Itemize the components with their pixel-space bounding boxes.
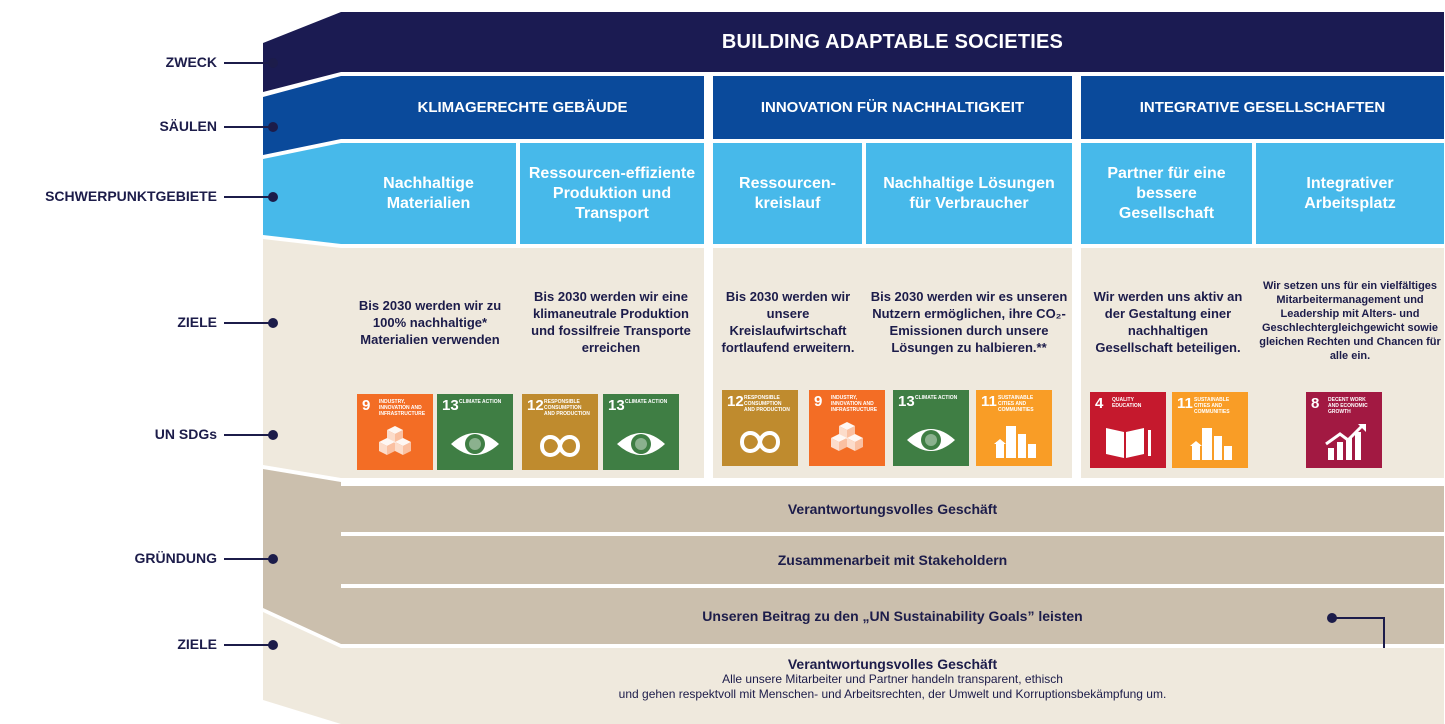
label-schwerpunktgebiete: SCHWERPUNKTGEBIETE xyxy=(45,188,217,204)
sdg-tile: 11Sustainable cities and communities xyxy=(1172,392,1248,468)
sdg-number: 4 xyxy=(1095,395,1104,412)
footer-line: Alle unsere Mitarbeiter und Partner hand… xyxy=(722,672,1063,686)
pillar-klimagerechte-gebaeude: KLIMAGERECHTE GEBÄUDE xyxy=(341,76,704,139)
sdg-tile: 13Climate action xyxy=(893,390,969,466)
sdg-number: 13 xyxy=(608,397,625,414)
goal-text: Bis 2030 werden wir es unseren Nutzern e… xyxy=(870,289,1068,355)
focus-integrativer-arbeitsplatz: Integrativer Arbeitsplatz xyxy=(1256,143,1444,244)
connector-dot xyxy=(268,430,278,440)
focus-ressourcen-effiziente-produktion: Ressourcen-effiziente Produktion und Tra… xyxy=(520,143,704,244)
eye-globe-icon xyxy=(907,429,955,451)
sdg-title: Responsible consumption and production xyxy=(744,395,790,413)
connector-line xyxy=(224,434,272,436)
sdg-tile: 11Sustainable cities and communities xyxy=(976,390,1052,466)
eye-globe-icon xyxy=(617,433,665,455)
city-icon xyxy=(994,426,1036,458)
sdg-title: Climate action xyxy=(459,399,502,405)
goal-text: Bis 2030 werden wir unsere Kreislaufwirt… xyxy=(721,289,855,355)
focus-nachhaltige-materialien: Nachhaltige Materialien xyxy=(341,143,516,244)
sdg-title: Industry, innovation and infrastructure xyxy=(831,395,878,413)
sdg-tile: 8 Decent work and economic growth xyxy=(1306,392,1382,468)
sdg-number: 12 xyxy=(727,393,744,410)
sdg-title: Industry, innovation and infrastructure xyxy=(379,399,426,417)
connector-dot xyxy=(268,192,278,202)
sdg-tile: 12Responsible consumption and production xyxy=(722,390,798,466)
connector-line xyxy=(224,196,272,198)
connector-line xyxy=(1333,617,1385,619)
growth-icon xyxy=(1325,424,1366,460)
sdg-number: 8 xyxy=(1311,395,1320,412)
infinity-icon xyxy=(539,435,581,457)
purpose-bar: BUILDING ADAPTABLE SOCIETIES xyxy=(341,12,1444,72)
connector-dot xyxy=(268,318,278,328)
pillar-integrative-gesellschaften: INTEGRATIVE GESELLSCHAFTEN xyxy=(1081,76,1444,139)
connector-line xyxy=(224,558,272,560)
book-icon xyxy=(1106,428,1151,458)
sdg-tile: 12Responsible consumption and production xyxy=(522,394,598,470)
eye-globe-icon xyxy=(451,433,499,455)
sdg-number: 12 xyxy=(527,397,544,414)
connector-dot xyxy=(268,58,278,68)
label-ziele: ZIELE xyxy=(177,314,217,330)
goal-text: Bis 2030 werden wir eine klimaneutrale P… xyxy=(531,289,691,355)
sdg-number: 13 xyxy=(898,393,915,410)
label-saeulen: SÄULEN xyxy=(159,118,217,134)
sdg-tile: 13Climate action xyxy=(437,394,513,470)
connector-dot xyxy=(268,122,278,132)
connector-dot xyxy=(268,640,278,650)
sdg-title: Responsible consumption and production xyxy=(544,399,590,417)
footer-block: Verantwortungsvolles Geschäft Alle unser… xyxy=(341,648,1444,724)
focus-nachhaltige-loesungen: Nachhaltige Lösungen für Verbraucher xyxy=(866,143,1072,244)
sdg-number: 13 xyxy=(442,397,459,414)
label-ziele-2: ZIELE xyxy=(177,636,217,652)
sdg-number: 9 xyxy=(814,393,823,410)
sdg-number: 11 xyxy=(981,393,997,410)
connector-line xyxy=(224,126,272,128)
side-panels xyxy=(263,12,341,724)
goal-text: Wir setzen uns für ein vielfältiges Mita… xyxy=(1259,280,1441,362)
sdg-number: 11 xyxy=(1177,395,1193,412)
foundation-band: Zusammenarbeit mit Stakeholdern xyxy=(341,536,1444,584)
label-un-sdgs: UN SDGs xyxy=(154,426,217,442)
city-icon xyxy=(1190,428,1232,460)
label-zweck: ZWECK xyxy=(165,54,217,70)
sdg-tile: 4 Quality education xyxy=(1090,392,1166,468)
goal-text: Wir werden uns aktiv an der Gestaltung e… xyxy=(1093,289,1243,355)
infinity-icon xyxy=(739,431,781,453)
sdg-tile: 13Climate action xyxy=(603,394,679,470)
connector-line xyxy=(224,62,272,64)
cubes-icon xyxy=(831,422,863,451)
footer-line: und gehen respektvoll mit Menschen- und … xyxy=(618,687,1167,701)
footer-title: Verantwortungsvolles Geschäft xyxy=(787,656,998,672)
foundation-band: Verantwortungsvolles Geschäft xyxy=(341,486,1444,532)
goal-text: Bis 2030 werden wir zu 100% nachhaltige*… xyxy=(358,297,502,347)
connector-dot xyxy=(268,554,278,564)
pillar-innovation: INNOVATION FÜR NACHHALTIGKEIT xyxy=(713,76,1072,139)
sdg-number: 9 xyxy=(362,397,371,414)
sdg-title: Quality education xyxy=(1112,397,1142,409)
label-gruendung: GRÜNDUNG xyxy=(134,550,217,566)
connector-line xyxy=(224,644,272,646)
sdg-title: Sustainable cities and communities xyxy=(998,395,1034,413)
focus-partner-gesellschaft: Partner für eine bessere Gesellschaft xyxy=(1081,143,1252,244)
sdg-title: Decent work and economic growth xyxy=(1328,397,1368,415)
cubes-icon xyxy=(379,426,411,455)
sdg-title: Sustainable cities and communities xyxy=(1194,397,1230,415)
connector-dot xyxy=(1327,613,1337,623)
foundation-band: Unseren Beitrag zu den „UN Sustainabilit… xyxy=(341,588,1444,644)
sdg-tile: 9 Industry, innovation and infrastructure xyxy=(809,390,885,466)
sdg-title: Climate action xyxy=(915,395,958,401)
sdg-tile: 9 Industry, innovation and infrastructure xyxy=(357,394,433,470)
sdg-title: Climate action xyxy=(625,399,668,405)
focus-ressourcenkreislauf: Ressourcen-kreislauf xyxy=(713,143,862,244)
connector-line xyxy=(224,322,272,324)
